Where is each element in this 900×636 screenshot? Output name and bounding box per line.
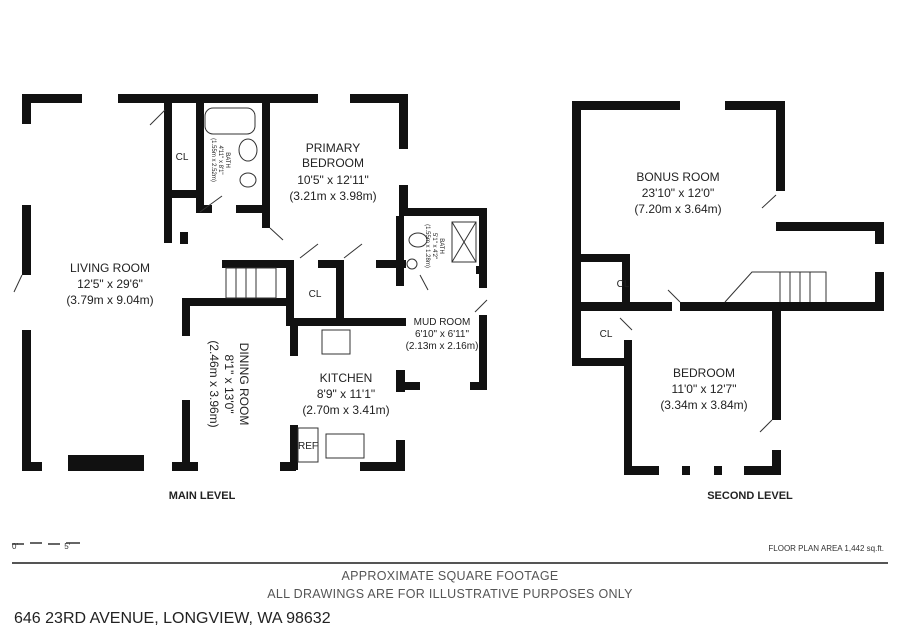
second-level-walls [572, 101, 884, 475]
closet-label: CL [176, 152, 189, 163]
mud-room-label: MUD ROOM [414, 317, 471, 328]
main-level-walls [22, 94, 487, 471]
second-level-fixtures [619, 194, 827, 433]
bath-2-dim-ft: 5'1" x 4'2" [431, 233, 437, 259]
bonus-room-dim-ft: 23'10" x 12'0" [642, 186, 715, 200]
bedroom-dim-ft: 11'0" x 12'7" [672, 382, 737, 396]
bath-dim-ft: 4'11" x 8'1" [217, 145, 223, 174]
bath-label: BATH [224, 152, 230, 168]
dining-room-label: DINING ROOM [237, 343, 251, 426]
footer-line-2: ALL DRAWINGS ARE FOR ILLUSTRATIVE PURPOS… [267, 587, 633, 601]
floor-plan-area: FLOOR PLAN AREA 1,442 sq.ft. [768, 544, 884, 553]
primary-bedroom-label-2: BEDROOM [302, 156, 364, 170]
footer-line-1: APPROXIMATE SQUARE FOOTAGE [341, 569, 559, 583]
address: 646 23RD AVENUE, LONGVIEW, WA 98632 [14, 610, 331, 627]
closet-label-2: CL [309, 289, 322, 300]
scale-bar [12, 542, 80, 545]
dining-room-dim-m: (2.46m x 3.96m) [207, 340, 221, 427]
primary-bedroom-dim-ft: 10'5" x 12'11" [297, 173, 369, 187]
dining-room-dim-ft: 8'1" x 13'0" [222, 354, 236, 413]
living-room-dim-m: (3.79m x 9.04m) [66, 293, 153, 307]
bath-dim-m: (1.55m x 2.52m) [210, 138, 216, 182]
living-room-label: LIVING ROOM [70, 261, 150, 275]
scale-labels: 0' 5' [12, 542, 70, 551]
mud-room-dim-ft: 6'10" x 6'11" [415, 329, 470, 340]
refrigerator-label: REF [298, 441, 318, 452]
second-level-labels: BONUS ROOM 23'10" x 12'0" (7.20m x 3.64m… [600, 170, 793, 502]
bonus-room-dim-m: (7.20m x 3.64m) [634, 202, 721, 216]
kitchen-label: KITCHEN [320, 371, 373, 385]
mud-room-dim-m: (2.13m x 2.16m) [406, 341, 479, 352]
kitchen-dim-m: (2.70m x 3.41m) [302, 403, 389, 417]
primary-bedroom-label: PRIMARY [306, 141, 360, 155]
kitchen-dim-ft: 8'9" x 11'1" [317, 387, 375, 401]
divider [12, 562, 888, 564]
bonus-room-label: BONUS ROOM [636, 170, 719, 184]
bath-2-dim-m: (1.55m x 1.28m) [424, 224, 430, 268]
main-level-fixtures [13, 107, 488, 463]
second-level-title: SECOND LEVEL [707, 490, 793, 502]
closet-label-3: CL [617, 279, 630, 290]
main-level-labels: LIVING ROOM 12'5" x 29'6" (3.79m x 9.04m… [66, 138, 478, 502]
bath-2-label: BATH [438, 238, 444, 254]
main-level-title: MAIN LEVEL [169, 490, 236, 502]
closet-label-4: CL [600, 329, 613, 340]
bedroom-label: BEDROOM [673, 366, 735, 380]
primary-bedroom-dim-m: (3.21m x 3.98m) [289, 189, 376, 203]
living-room-dim-ft: 12'5" x 29'6" [77, 277, 143, 291]
bedroom-dim-m: (3.34m x 3.84m) [660, 398, 747, 412]
scale-start: 0' [12, 542, 18, 551]
scale-end: 5' [64, 542, 71, 551]
